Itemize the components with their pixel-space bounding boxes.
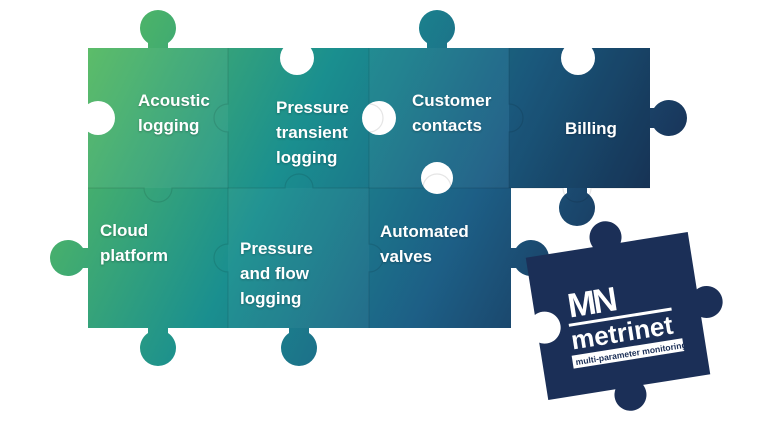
logo-piece [525,221,723,411]
piece-label-line: valves [380,247,432,266]
piece-label-line: contacts [412,116,482,135]
puzzle-seams [88,48,650,328]
piece-label-line: Pressure [276,98,349,117]
piece-pressure-and-flow-logging: Pressure and flow logging [240,236,313,311]
piece-billing: Billing [565,116,617,141]
piece-label-line: logging [138,116,200,135]
piece-acoustic-logging: Acoustic logging [138,88,210,138]
piece-label-line: Automated [380,222,469,241]
piece-automated-valves: Automated valves [380,219,469,269]
piece-label-line: Customer [412,91,492,110]
piece-label-line: Billing [565,119,617,138]
piece-label-line: Acoustic [138,91,210,110]
piece-label-line: logging [240,289,302,308]
puzzle-blanks [81,41,595,194]
piece-label-line: Cloud [100,221,149,240]
piece-label-line: logging [276,148,338,167]
piece-label-line: Pressure [240,239,313,258]
piece-label-line: and flow [240,264,309,283]
piece-pressure-transient-logging: Pressure transient logging [276,95,349,170]
piece-customer-contacts: Customer contacts [412,88,491,138]
piece-label-line: transient [276,123,348,142]
piece-cloud-platform: Cloud platform [100,218,168,268]
piece-label-line: platform [100,246,168,265]
